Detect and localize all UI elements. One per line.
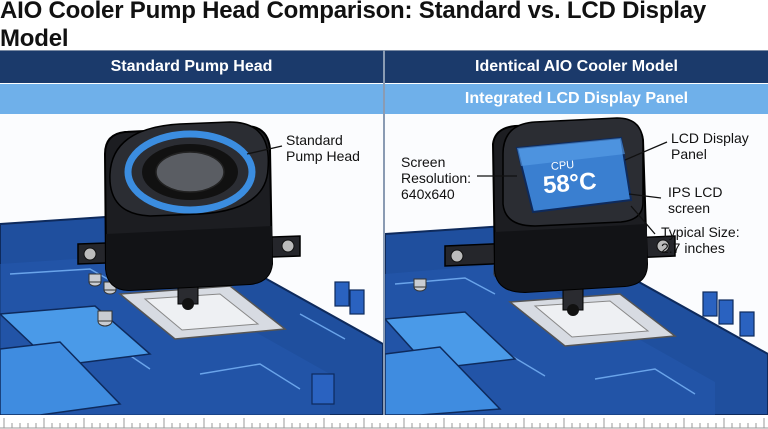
standard-pump-callout-line	[246, 145, 283, 155]
left-panel-subheader-bar	[0, 84, 383, 114]
lcd-panel-callout-line	[624, 141, 668, 161]
bottom-ruler	[0, 418, 768, 429]
ips-callout-line	[628, 193, 662, 199]
right-panel-subheader: Integrated LCD Display Panel	[385, 84, 768, 114]
lcd-panel-label: LCD Display Panel	[671, 130, 749, 162]
screen-temperature: 58°C	[541, 167, 598, 200]
pump-body-lower	[495, 224, 647, 292]
standard-pump-illustration: Standard Pump Head	[0, 114, 383, 415]
size-callout-line	[630, 205, 656, 235]
ram-slots	[0, 305, 152, 415]
right-panel-header: Identical AIO Cooler Model	[385, 51, 768, 83]
standard-pump-label: Standard Pump Head	[286, 132, 360, 164]
connector-blocks	[311, 281, 365, 405]
ram-slots	[385, 311, 517, 415]
pump-cap	[155, 151, 225, 193]
screen-resolution-label: Screen Resolution: 640x640	[401, 154, 472, 202]
left-panel-header: Standard Pump Head	[0, 51, 383, 83]
connector-blocks	[702, 291, 755, 337]
ips-lcd-label: IPS LCD screen	[668, 184, 723, 216]
lcd-pump-illustration: CPU 58°C LCD Display Panel IPS LCD scree…	[385, 114, 768, 415]
standard-pump-drawing	[0, 121, 383, 415]
panel-divider	[383, 50, 385, 415]
lcd-pump-drawing	[385, 117, 768, 415]
pump-body-lower	[106, 226, 272, 290]
accent-ring	[124, 130, 256, 214]
page-title: AIO Cooler Pump Head Comparison: Standar…	[0, 0, 707, 52]
typical-size-label: Typical Size: 2.7 inches	[661, 224, 740, 256]
